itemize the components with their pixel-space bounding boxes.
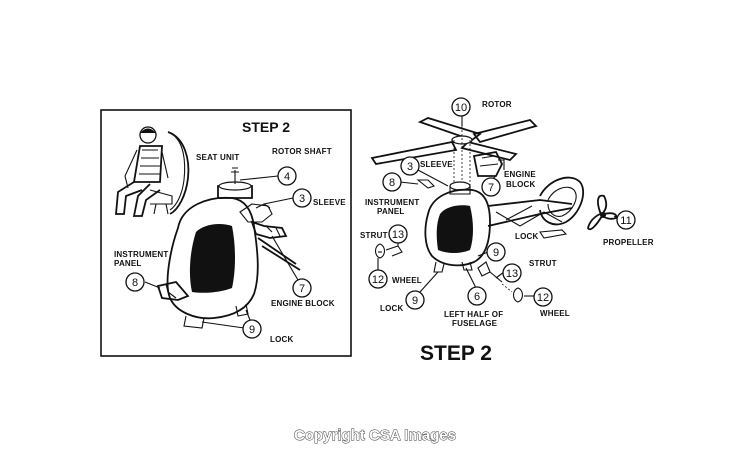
callout-right-11: 11 bbox=[616, 210, 636, 230]
label-rotor: ROTOR bbox=[482, 100, 512, 109]
right-step-title: STEP 2 bbox=[420, 342, 492, 365]
callout-right-13b: 13 bbox=[502, 263, 522, 283]
label-engine-right: ENGINE bbox=[504, 170, 536, 179]
label-engine-block-left: ENGINE BLOCK bbox=[271, 299, 335, 308]
callout-right-13a: 13 bbox=[388, 224, 408, 244]
helicopter-body-left bbox=[156, 167, 301, 329]
label-panel-right: PANEL bbox=[377, 207, 405, 216]
left-step-title: STEP 2 bbox=[242, 119, 290, 135]
leader-r8 bbox=[399, 181, 419, 185]
leader-9 bbox=[201, 309, 251, 329]
label-fuselage: FUSELAGE bbox=[452, 319, 498, 328]
callout-left-9: 9 bbox=[242, 319, 262, 339]
callout-right-8: 8 bbox=[382, 172, 402, 192]
svg-text:7: 7 bbox=[299, 283, 305, 295]
svg-text:13: 13 bbox=[506, 268, 518, 280]
sleeve-part bbox=[449, 181, 471, 195]
label-lock-right-a: LOCK bbox=[515, 232, 538, 241]
label-lock-left: LOCK bbox=[270, 335, 293, 344]
callout-right-10: 10 bbox=[451, 97, 471, 117]
label-wheel-right: WHEEL bbox=[540, 309, 570, 318]
copyright-watermark: Copyright CSA Images bbox=[294, 427, 456, 444]
leader-7 bbox=[271, 235, 299, 281]
leader-r6 bbox=[465, 267, 477, 289]
callout-right-9b: 9 bbox=[486, 242, 506, 262]
leader-r9b bbox=[477, 251, 489, 257]
label-panel-left: PANEL bbox=[114, 259, 142, 268]
svg-text:9: 9 bbox=[249, 324, 255, 336]
svg-text:9: 9 bbox=[493, 247, 499, 259]
label-seat-unit: SEAT UNIT bbox=[196, 153, 239, 162]
instrument-panel-part bbox=[416, 179, 436, 189]
callout-right-9a: 9 bbox=[405, 290, 425, 310]
propeller-part bbox=[587, 194, 618, 231]
label-instrument-right: INSTRUMENT bbox=[365, 198, 419, 207]
callout-right-12a: 12 bbox=[368, 269, 388, 289]
leader-r3 bbox=[417, 169, 449, 187]
leader-4 bbox=[239, 175, 279, 181]
strut-wheel-left bbox=[374, 243, 403, 259]
leader-3 bbox=[263, 197, 294, 205]
callout-right-7: 7 bbox=[481, 177, 501, 197]
label-left-half: LEFT HALF OF bbox=[444, 310, 503, 319]
seat-unit-illustration bbox=[115, 126, 190, 217]
svg-text:11: 11 bbox=[620, 215, 631, 227]
rotor-blades bbox=[370, 117, 538, 165]
callout-right-3: 3 bbox=[400, 156, 420, 176]
callout-right-12b: 12 bbox=[533, 287, 553, 307]
label-instrument-left: INSTRUMENT bbox=[114, 250, 168, 259]
callout-left-7: 7 bbox=[292, 278, 312, 298]
svg-text:10: 10 bbox=[455, 102, 467, 114]
svg-text:12: 12 bbox=[537, 292, 549, 304]
label-sleeve-left: SLEEVE bbox=[313, 198, 346, 207]
svg-text:13: 13 bbox=[392, 229, 404, 241]
svg-text:8: 8 bbox=[132, 277, 138, 289]
svg-text:3: 3 bbox=[299, 193, 305, 205]
engine-block-part bbox=[472, 150, 505, 177]
callout-right-6: 6 bbox=[467, 286, 487, 306]
svg-text:4: 4 bbox=[284, 171, 290, 183]
helicopter-body-right bbox=[424, 176, 585, 273]
label-propeller: PROPELLER bbox=[603, 238, 654, 247]
svg-text:7: 7 bbox=[488, 182, 494, 194]
label-lock-right-b: LOCK bbox=[380, 304, 403, 313]
rotor-dash-lines bbox=[453, 126, 471, 190]
strut-wheel-right bbox=[477, 261, 524, 303]
svg-text:6: 6 bbox=[474, 291, 480, 303]
svg-text:3: 3 bbox=[407, 161, 413, 173]
label-block-right: BLOCK bbox=[506, 180, 535, 189]
leader-8 bbox=[144, 281, 161, 289]
svg-text:9: 9 bbox=[412, 295, 418, 307]
svg-text:12: 12 bbox=[372, 274, 384, 286]
label-strut-left: STRUT bbox=[360, 231, 388, 240]
callout-left-3: 3 bbox=[292, 188, 312, 208]
callout-left-8: 8 bbox=[125, 272, 145, 292]
label-rotor-shaft: ROTOR SHAFT bbox=[272, 147, 332, 156]
label-wheel-left: WHEEL bbox=[392, 276, 422, 285]
callout-left-4: 4 bbox=[277, 166, 297, 186]
svg-text:8: 8 bbox=[389, 177, 395, 189]
leader-r9a bbox=[419, 271, 439, 293]
label-strut-right: STRUT bbox=[529, 259, 557, 268]
label-sleeve-right: SLEEVE bbox=[420, 160, 453, 169]
